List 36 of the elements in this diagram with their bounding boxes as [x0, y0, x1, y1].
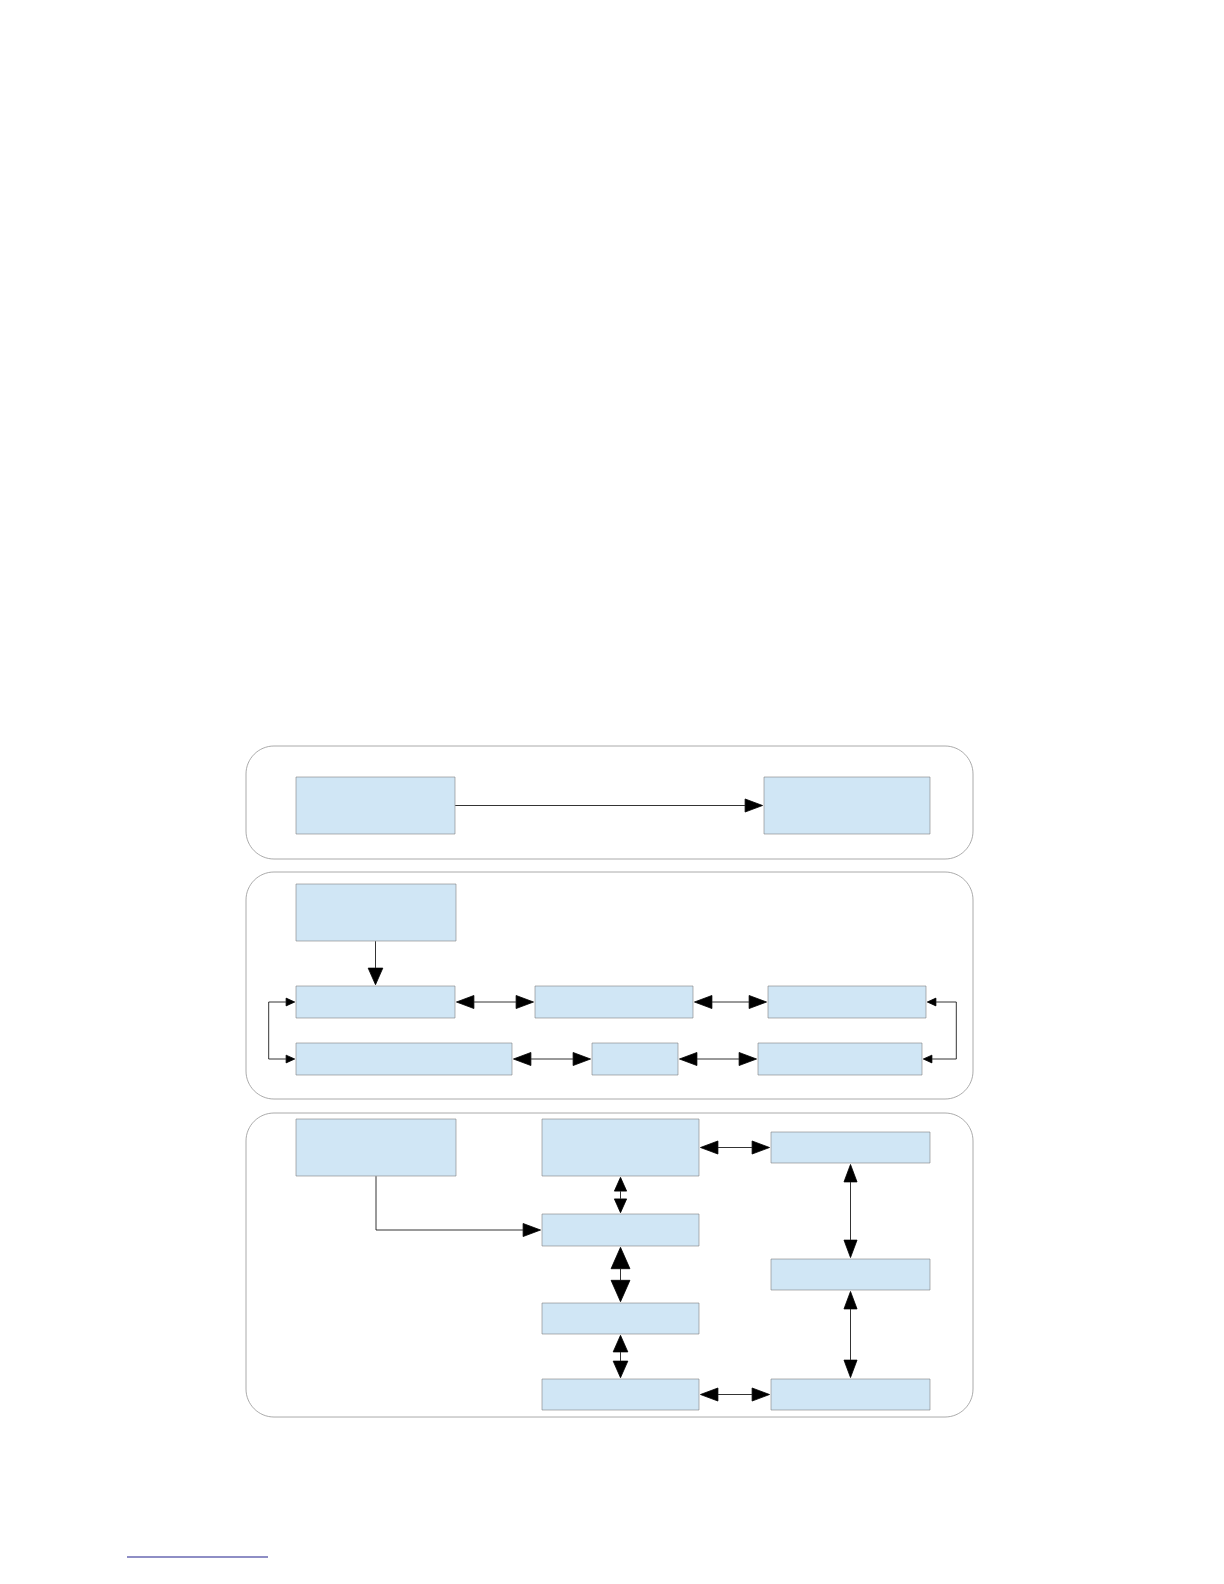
arrow	[610, 1246, 631, 1303]
process-box	[295, 776, 456, 835]
arrow	[268, 997, 296, 1064]
panel-frame	[245, 745, 974, 860]
process-box	[541, 1302, 700, 1335]
process-box	[541, 1118, 700, 1177]
process-box	[541, 1378, 700, 1411]
arrow	[613, 1176, 628, 1214]
process-box	[770, 1378, 931, 1411]
arrow	[513, 1052, 591, 1066]
process-box	[770, 1131, 931, 1164]
panel-frame	[245, 1112, 974, 1418]
process-box	[763, 776, 931, 835]
arrow	[843, 1291, 858, 1378]
process-box	[295, 883, 457, 942]
panel-frame	[245, 871, 974, 1100]
process-box	[770, 1258, 931, 1291]
arrow	[694, 995, 767, 1009]
process-box	[295, 1042, 513, 1076]
arrow	[922, 997, 957, 1064]
arrow	[843, 1164, 858, 1258]
process-box	[295, 1118, 457, 1177]
arrow	[612, 1334, 629, 1379]
process-box	[534, 985, 694, 1019]
arrow	[454, 798, 763, 813]
arrow	[375, 1175, 541, 1237]
arrow	[456, 995, 534, 1009]
process-box	[591, 1042, 679, 1076]
process-box	[541, 1213, 700, 1247]
arrow	[700, 1387, 770, 1402]
process-box	[295, 985, 456, 1019]
arrow	[367, 940, 384, 986]
process-box	[757, 1042, 923, 1076]
arrow	[679, 1052, 757, 1066]
arrow	[700, 1140, 770, 1155]
process-box	[767, 985, 927, 1019]
